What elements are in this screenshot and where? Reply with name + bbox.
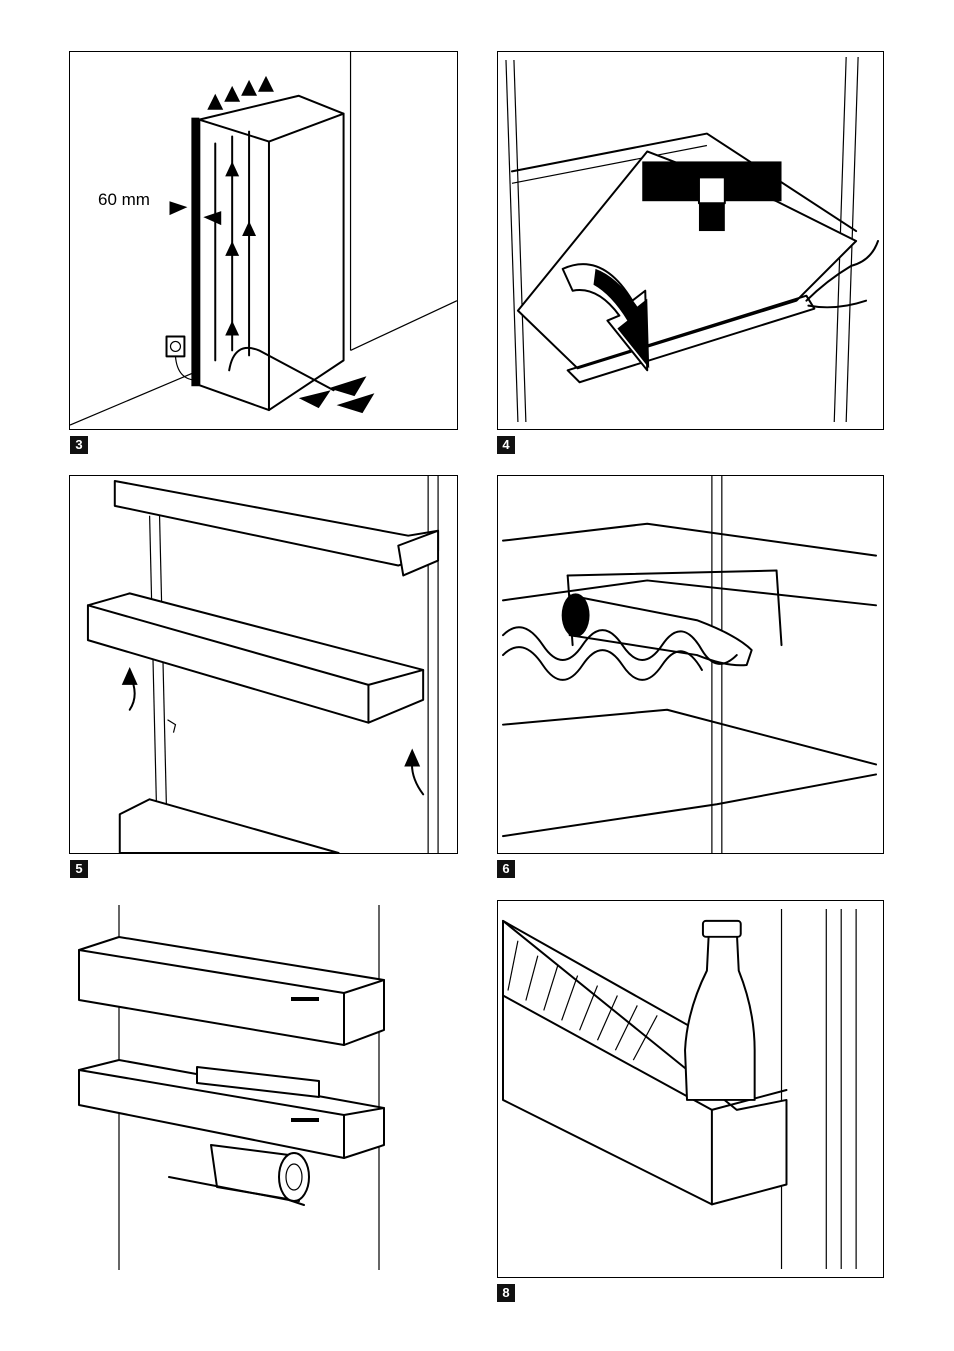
figure-7-area (69, 905, 458, 1275)
figure-7-illustration (69, 905, 458, 1275)
figure-8-illustration (498, 901, 883, 1277)
figure-5-panel (69, 475, 458, 854)
figure-4-number: 4 (497, 436, 515, 454)
clearance-label: 60 mm (98, 190, 150, 210)
figure-8-panel (497, 900, 884, 1278)
figure-6-number: 6 (497, 860, 515, 878)
figure-4-panel (497, 51, 884, 430)
figure-3-illustration (70, 52, 457, 429)
figure-4-illustration (498, 52, 883, 429)
figure-5-number: 5 (70, 860, 88, 878)
figure-8-number: 8 (497, 1284, 515, 1302)
figure-3-panel: 60 mm (69, 51, 458, 430)
figure-6-panel (497, 475, 884, 854)
figure-3-number: 3 (70, 436, 88, 454)
figure-5-illustration (70, 476, 457, 853)
figure-6-illustration (498, 476, 883, 853)
